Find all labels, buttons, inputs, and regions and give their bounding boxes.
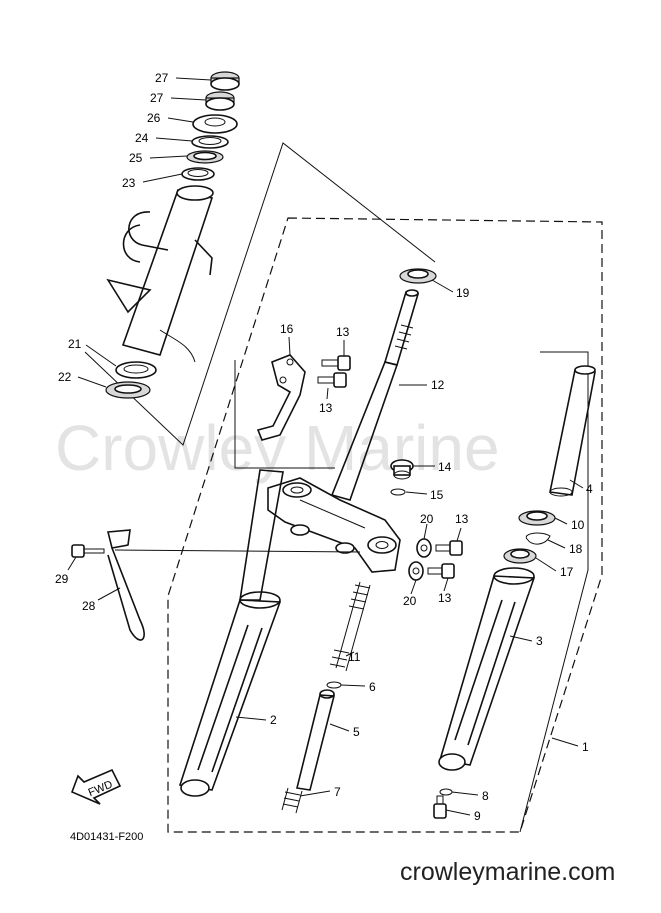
callout-22: 22 <box>58 370 72 384</box>
callout-1: 1 <box>582 740 589 754</box>
bolt-13a <box>321 355 351 371</box>
callout-2: 2 <box>270 713 277 727</box>
callout-10: 10 <box>571 518 585 532</box>
ball-bearing-25 <box>186 150 224 164</box>
callout-3: 3 <box>536 634 543 648</box>
steering-stem-12 <box>330 289 420 501</box>
callout-29: 29 <box>55 572 69 586</box>
assembly-outline <box>167 217 603 833</box>
stem-bracket-outline <box>234 360 335 469</box>
callout-12: 12 <box>431 378 445 392</box>
callout-13b: 13 <box>319 401 333 415</box>
callout-14: 14 <box>438 460 452 474</box>
leader-lines <box>67 77 584 816</box>
outer-tube-3 <box>438 567 536 771</box>
callout-17: 17 <box>560 565 574 579</box>
dust-seal-17 <box>503 548 537 564</box>
washer-20b <box>408 561 424 581</box>
callout-16: 16 <box>280 322 294 336</box>
callout-13d: 13 <box>438 591 452 605</box>
o-ring-15 <box>390 488 406 496</box>
ring-nut-27b <box>205 91 235 111</box>
oil-seal-10 <box>518 510 556 526</box>
bearing-race-21 <box>115 361 157 379</box>
callout-labels: 27 27 26 24 25 23 21 22 19 12 16 13 13 1… <box>55 71 593 823</box>
site-url: crowleymarine.com <box>400 858 615 886</box>
steering-group-outline <box>84 142 436 446</box>
fwd-arrow-icon: FWD <box>70 768 122 805</box>
bolt-13b <box>317 372 347 388</box>
svg-text:FWD: FWD <box>87 779 115 800</box>
callout-27b: 27 <box>150 91 164 105</box>
callout-4: 4 <box>586 482 593 496</box>
washer-8 <box>439 788 453 796</box>
washer-20a <box>416 538 432 558</box>
steering-head-tube <box>106 185 214 363</box>
callout-20a: 20 <box>420 512 434 526</box>
fork-spring-11 <box>329 581 371 672</box>
bolt-29 <box>71 544 105 558</box>
callout-8: 8 <box>482 789 489 803</box>
bracket-16 <box>256 354 306 441</box>
callout-18: 18 <box>569 542 583 556</box>
ring-6 <box>326 681 342 689</box>
callout-13a: 13 <box>336 325 350 339</box>
tube-group-outline <box>519 351 589 833</box>
watermark-text: Crowley Marine <box>55 412 500 484</box>
bolt-13c <box>435 540 463 556</box>
callout-9: 9 <box>474 809 481 823</box>
callout-11: 11 <box>348 650 361 664</box>
ball-bearing-22 <box>105 381 151 399</box>
callout-7: 7 <box>334 785 341 799</box>
damper-rod-5 <box>296 689 336 791</box>
callout-24: 24 <box>135 131 149 145</box>
callout-28: 28 <box>82 599 96 613</box>
callout-15: 15 <box>430 488 444 502</box>
bolt-9 <box>433 795 447 819</box>
callout-21: 21 <box>68 337 82 351</box>
callout-5: 5 <box>353 725 360 739</box>
inner-tube-4 <box>549 365 596 497</box>
bolt-13d <box>427 563 455 579</box>
bearing-race-24 <box>191 135 229 149</box>
callout-20b: 20 <box>403 594 417 608</box>
callout-26: 26 <box>147 111 161 125</box>
bearing-race-23 <box>181 167 215 181</box>
callout-27a: 27 <box>155 71 169 85</box>
ring-nut-27a <box>210 71 240 91</box>
washer-26 <box>192 114 238 134</box>
circlip-18 <box>525 532 551 545</box>
under-bracket <box>267 477 401 573</box>
dust-seal-19 <box>399 268 437 284</box>
hose-guide-28 <box>106 529 145 641</box>
callout-25: 25 <box>129 151 143 165</box>
diagram-code: 4D01431-F200 <box>70 831 143 843</box>
callout-19: 19 <box>456 286 470 300</box>
callout-23: 23 <box>122 176 136 190</box>
callout-13c: 13 <box>455 512 469 526</box>
rebound-spring-7 <box>281 787 303 814</box>
outer-tube-2 <box>178 469 284 797</box>
guide-line-28 <box>114 549 361 553</box>
callout-6: 6 <box>369 680 376 694</box>
